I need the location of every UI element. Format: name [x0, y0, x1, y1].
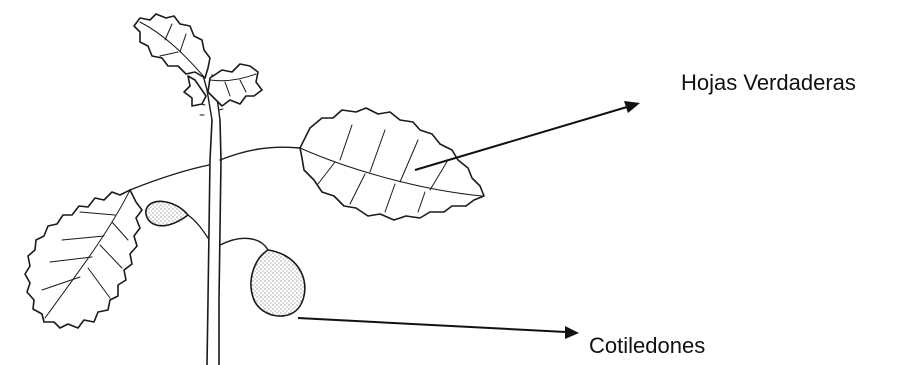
true-leaves-label: Hojas Verdaderas: [681, 72, 856, 94]
lower-cotyledon: [220, 238, 305, 316]
left-true-leaf: [25, 190, 142, 328]
right-leaf-petiole: [220, 147, 300, 160]
apex-leaves: [134, 14, 262, 106]
stem: [200, 75, 223, 365]
cotyledons-label: Cotiledones: [589, 335, 705, 357]
arrow-true-leaves: [415, 101, 640, 170]
left-leaf-petiole: [130, 165, 209, 190]
right-true-leaf: [300, 108, 484, 220]
upper-cotyledon: [146, 201, 208, 238]
arrow-cotyledons: [298, 318, 579, 339]
